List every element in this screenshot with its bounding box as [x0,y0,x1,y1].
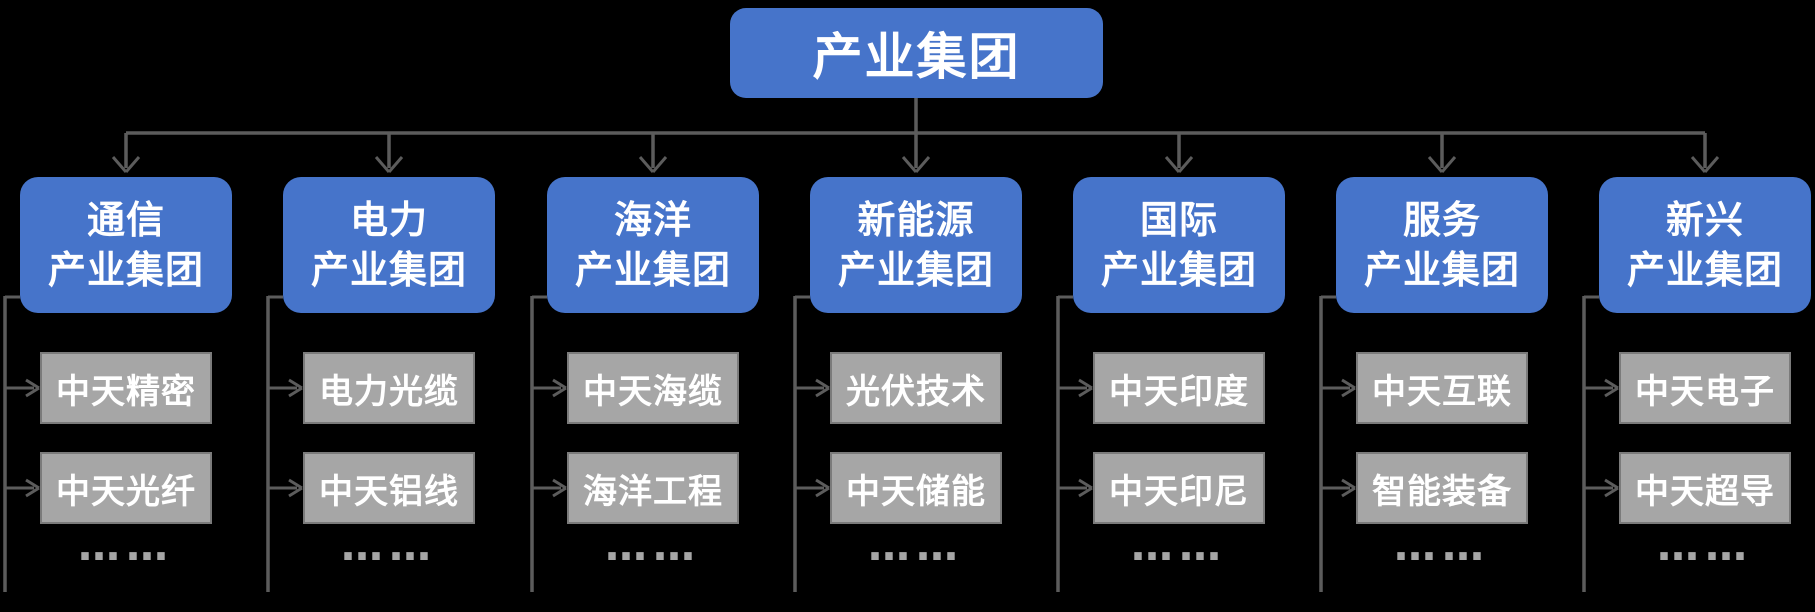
group-node: 服务 产业集团 [1336,177,1548,313]
group-node-label-line2: 产业集团 [1363,248,1520,292]
subsidiary-label: 智能装备 [1372,471,1512,512]
subsidiary-node: 中天电子 [1619,352,1791,424]
group-node-label-line1: 电力 [349,197,428,242]
subsidiary-node: 中天光纤 [40,452,212,524]
subsidiary-node: 中天海缆 [567,352,739,424]
ellipsis-dots: …… [78,521,174,570]
ellipsis-dots: …… [1394,521,1490,570]
group-column: 电力 产业集团 电力光缆 中天铝线 …… [283,177,495,570]
group-node-label-line2: 产业集团 [47,248,204,292]
ellipsis-dots: …… [868,521,964,570]
subsidiary-label: 中天超导 [1635,471,1775,512]
subsidiary-node: 中天铝线 [303,452,475,524]
subsidiary-node: 智能装备 [1356,452,1528,524]
subsidiary-node: 中天印度 [1093,352,1265,424]
ellipsis-dots: …… [1131,521,1227,570]
group-node-label-line2: 产业集团 [310,248,467,292]
subsidiary-label: 中天印尼 [1109,471,1249,512]
group-node: 电力 产业集团 [283,177,495,313]
subsidiary-label: 中天印度 [1109,371,1249,412]
subsidiary-label: 中天光纤 [56,471,196,512]
subsidiary-label: 中天精密 [56,371,196,412]
group-node-label-line1: 国际 [1139,197,1218,242]
ellipsis-dots: …… [1657,521,1753,570]
subsidiary-label: 中天电子 [1635,371,1775,412]
group-node: 海洋 产业集团 [547,177,759,313]
group-node-label-line2: 产业集团 [574,248,731,292]
subsidiary-label: 中天互联 [1372,371,1512,412]
group-node-label-line1: 海洋 [613,197,692,242]
group-node-label-line1: 新能源 [857,197,975,242]
group-node-label-line2: 产业集团 [1626,248,1783,292]
group-node-label-line2: 产业集团 [837,248,994,292]
group-node: 国际 产业集团 [1073,177,1285,313]
group-column: 新兴 产业集团 中天电子 中天超导 …… [1599,177,1811,570]
subsidiary-node: 海洋工程 [567,452,739,524]
subsidiary-node: 中天精密 [40,352,212,424]
ellipsis-dots: …… [341,521,437,570]
subsidiary-node: 中天超导 [1619,452,1791,524]
group-column: 服务 产业集团 中天互联 智能装备 …… [1336,177,1548,570]
subsidiary-node: 光伏技术 [830,352,1002,424]
subsidiary-node: 中天印尼 [1093,452,1265,524]
subsidiary-node: 电力光缆 [303,352,475,424]
subsidiary-label: 电力光缆 [319,371,459,412]
subsidiary-node: 中天互联 [1356,352,1528,424]
group-column: 国际 产业集团 中天印度 中天印尼 …… [1073,177,1285,570]
subsidiary-label: 光伏技术 [846,371,986,412]
subsidiary-label: 中天铝线 [319,471,459,512]
group-column: 新能源 产业集团 光伏技术 中天储能 …… [810,177,1022,570]
group-node: 新能源 产业集团 [810,177,1022,313]
subsidiary-label: 海洋工程 [583,471,723,512]
subsidiary-label: 中天海缆 [583,371,723,412]
subsidiary-label: 中天储能 [846,471,986,512]
group-node-label-line2: 产业集团 [1100,248,1257,292]
root-node-label: 产业集团 [812,28,1021,86]
group-column: 通信 产业集团 中天精密 中天光纤 …… [20,177,232,570]
group-column: 海洋 产业集团 中天海缆 海洋工程 …… [547,177,759,570]
ellipsis-dots: …… [605,521,701,570]
group-node: 通信 产业集团 [20,177,232,313]
group-node: 新兴 产业集团 [1599,177,1811,313]
group-node-label-line1: 通信 [86,197,165,242]
group-node-label-line1: 服务 [1402,197,1481,242]
subsidiary-node: 中天储能 [830,452,1002,524]
root-node: 产业集团 [730,8,1103,98]
group-node-label-line1: 新兴 [1665,197,1744,242]
